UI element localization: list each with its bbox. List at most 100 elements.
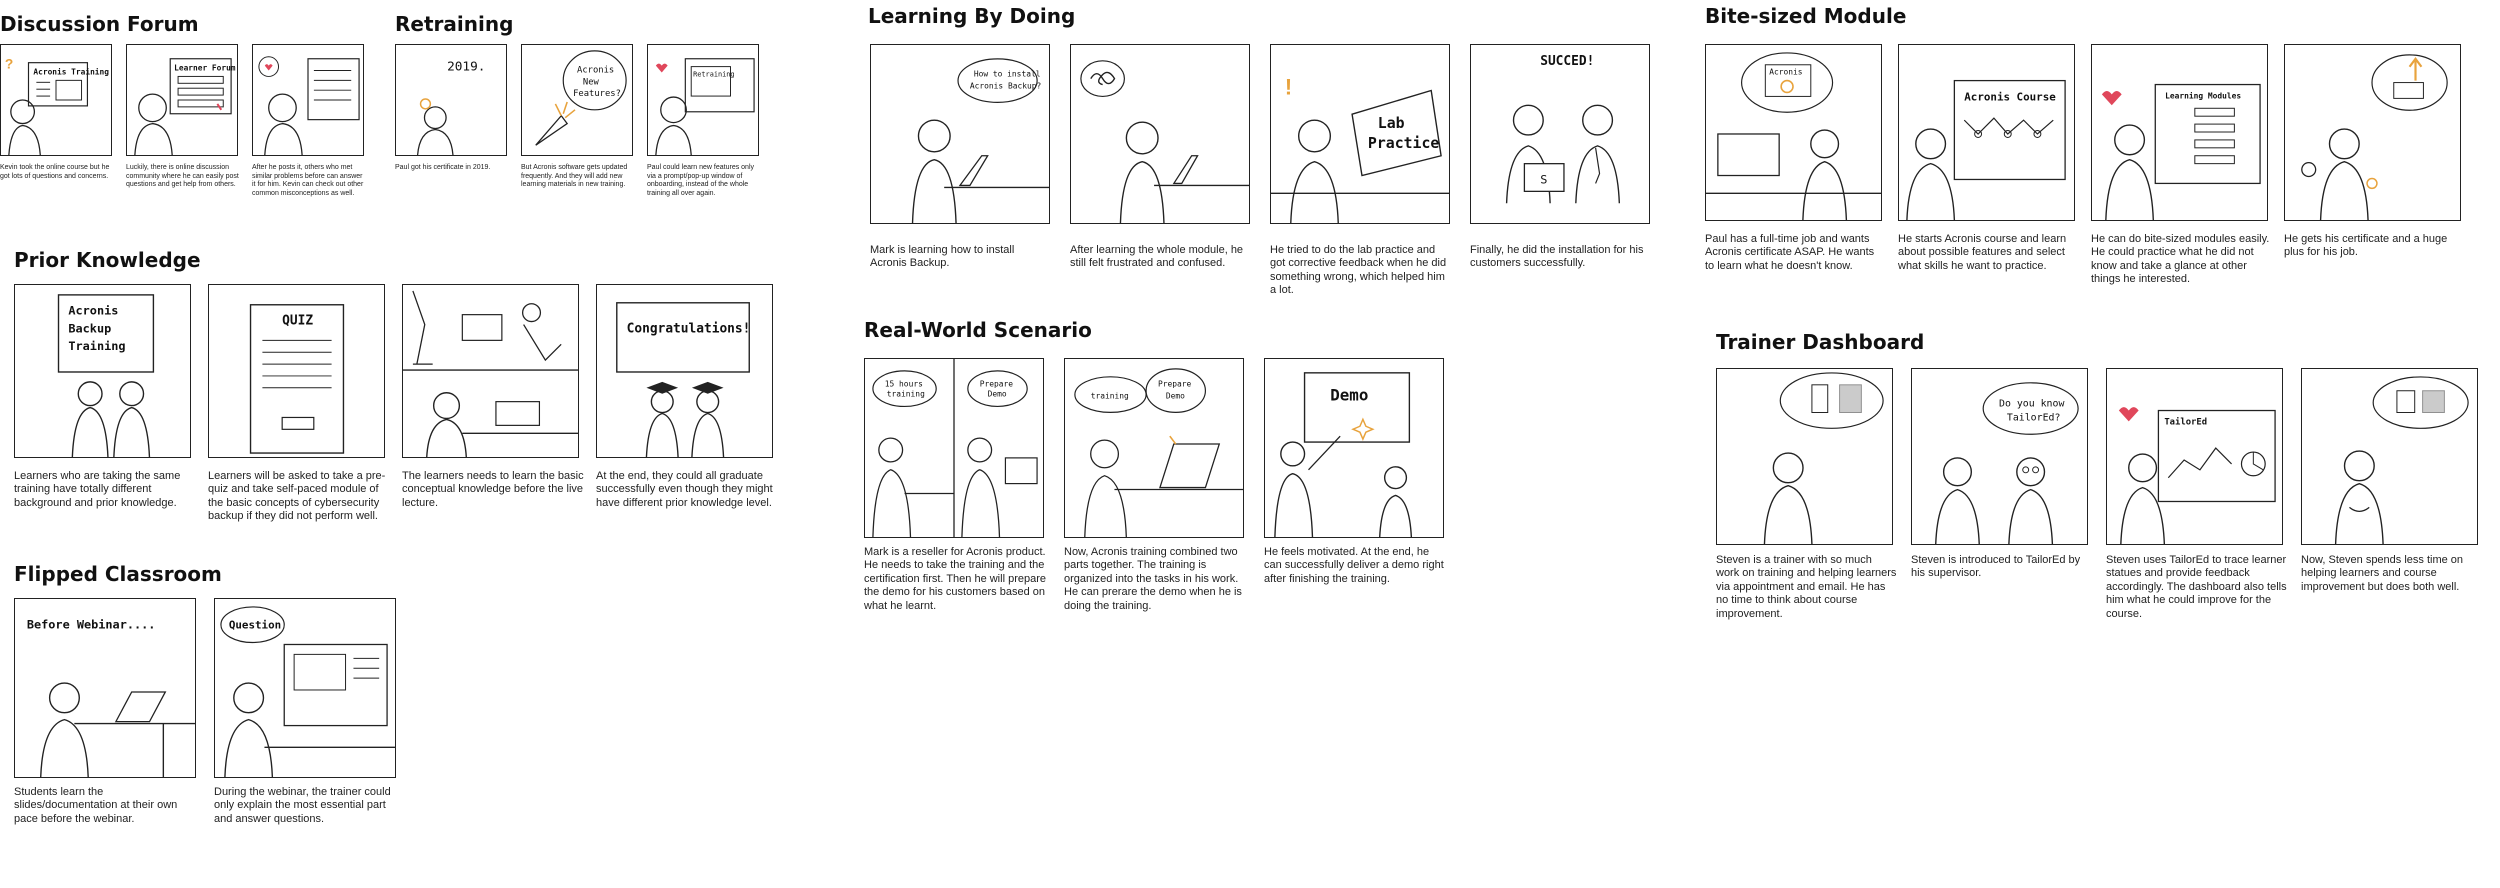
panel-caption: Finally, he did the installation for his… [1470, 244, 1644, 270]
panel-label: Learner Forum [174, 64, 236, 73]
section-title: Learning By Doing [868, 4, 1076, 28]
before-webinar-illustration: Before Webinar.... [27, 618, 195, 777]
storyboard-panel: TailorEd [2106, 368, 2283, 545]
panel-label: TailorEd [2164, 416, 2207, 427]
panel-label: Learning Modules [2165, 90, 2241, 100]
panel-caption: Steven is a trainer with so much work on… [1716, 554, 1897, 620]
panel-caption: The learners needs to learn the basic co… [402, 470, 584, 509]
section-title: Discussion Forum [0, 12, 199, 36]
storyboard-panel: Before Webinar.... [14, 598, 196, 778]
panel-label: Acronis Training [33, 66, 109, 76]
section-title: Real-World Scenario [864, 318, 1092, 342]
panel-label: Acronis [1769, 68, 1802, 77]
panel-caption: He gets his certificate and a huge plus … [2284, 233, 2448, 259]
panel-label: Congratulations! [627, 321, 751, 336]
discussion-forum-section: Discussion Forum Acronis Training ? Kevi… [0, 12, 380, 212]
kevin-laptop-illustration: Acronis Training ? [5, 57, 109, 155]
graduation-illustration: Congratulations! [616, 302, 751, 457]
demo-illustration: Demo [1274, 372, 1413, 537]
panel-caption: Learners will be asked to take a pre-qui… [208, 470, 386, 523]
storyboard-panel: Question [214, 598, 396, 778]
storyboard-panel: Acronis Course [1898, 44, 2075, 221]
panel-caption: After learning the whole module, he stil… [1070, 244, 1244, 270]
retraining-section: Retraining 2019. Paul got his certificat… [395, 12, 775, 212]
panel-caption: Paul has a full-time job and wants Acron… [1705, 233, 1875, 272]
panel-caption: Now, Steven spends less time on helping … [2301, 554, 2464, 593]
quiz-illustration: QUIZ [249, 304, 345, 454]
panel-label: Retraining [693, 70, 734, 78]
panel-caption: He can do bite-sized modules easily. He … [2091, 233, 2270, 286]
svg-text:!: ! [1285, 74, 1292, 99]
panel-label: training [1091, 392, 1129, 401]
panel-caption: Luckily, there is online discussion comm… [126, 164, 239, 189]
section-title: Flipped Classroom [14, 562, 222, 586]
frustrated-illustration [1080, 60, 1249, 223]
panel-caption: Learners who are taking the same trainin… [14, 470, 181, 509]
certificate-2019-illustration: 2019. [416, 60, 485, 155]
flipped-classroom-section: Flipped Classroom Before Webinar.... Stu… [14, 562, 414, 862]
storyboard-panel: Retraining [647, 44, 759, 156]
storyboard-panel: 2019. [395, 44, 507, 156]
storyboard-panel: Congratulations! [596, 284, 773, 458]
trainer-dashboard-section: Trainer Dashboard Steven is a trainer wi… [1716, 330, 2500, 660]
storyboard-panel: Learner Forum [126, 44, 238, 156]
dashboard-illustration: TailorEd [2118, 407, 2276, 544]
section-title: Prior Knowledge [14, 248, 201, 272]
panel-label: SUCCED! [1540, 54, 1594, 69]
webinar-question-illustration: Question [220, 606, 395, 777]
panel-caption: Steven uses TailorEd to trace learner st… [2106, 554, 2287, 620]
storyboard-panel [2284, 44, 2461, 221]
storyboard-panel: Acronis [1705, 44, 1882, 221]
busy-trainer-illustration [1763, 372, 1884, 544]
panel-caption: Mark is learning how to install Acronis … [870, 244, 1015, 270]
panel-caption: He tried to do the lab practice and got … [1270, 244, 1447, 297]
learning-modules-illustration: Learning Modules [2101, 83, 2261, 220]
section-title: Retraining [395, 12, 514, 36]
storyboard-panel: SUCCED! S [1470, 44, 1650, 224]
panel-caption: Kevin took the online course but he got … [0, 164, 110, 180]
storyboard-panel: Learning Modules [2091, 44, 2268, 221]
self-paced-illustration [403, 290, 578, 457]
panel-caption: Paul got his certificate in 2019. [395, 164, 491, 171]
storyboard-panel [402, 284, 579, 458]
certificate-plus-illustration [2301, 54, 2448, 220]
panel-caption: But Acronis software gets updated freque… [521, 164, 628, 189]
full-time-job-illustration: Acronis [1706, 52, 1881, 220]
panel-caption: During the webinar, the trainer could on… [214, 786, 391, 825]
svg-text:?: ? [5, 57, 13, 72]
panel-caption: He starts Acronis course and learn about… [1898, 233, 2067, 272]
storyboard-panel [1070, 44, 1250, 224]
panel-label: QUIZ [282, 314, 313, 329]
panel-label: Before Webinar.... [27, 618, 156, 632]
svg-text:S: S [1540, 172, 1547, 186]
storyboard-panel: Acronis Training ? [0, 44, 112, 156]
panel-caption: Paul could learn new features only via a… [647, 164, 755, 197]
storyboard-panel: QUIZ [208, 284, 385, 458]
storyboard-panel: Demo [1264, 358, 1444, 538]
section-title: Bite-sized Module [1705, 4, 1907, 28]
storyboard-panel [252, 44, 364, 156]
panel-label: Acronis Course [1964, 90, 2056, 103]
